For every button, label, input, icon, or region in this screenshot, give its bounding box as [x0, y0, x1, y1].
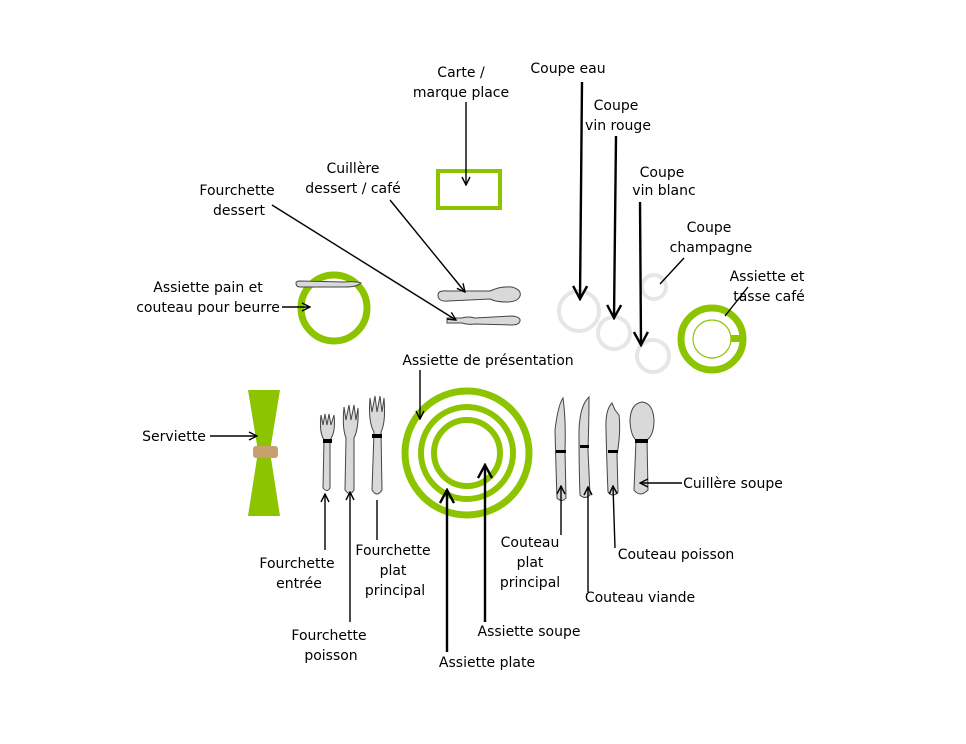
label-assiette-presentation: Assiette de présentation	[402, 353, 573, 369]
label-couteau-viande: Couteau viande	[585, 590, 695, 606]
fork-entree	[319, 413, 335, 491]
bread-plate	[295, 271, 371, 345]
soup-plate	[431, 417, 503, 489]
dessert-fork	[446, 315, 521, 326]
label-carte: Carte /marque place	[413, 65, 509, 101]
knife-plat-principal	[554, 396, 567, 501]
label-cuillere-soupe: Cuillère soupe	[683, 476, 783, 492]
knife-viande	[578, 395, 591, 498]
fork-poisson	[342, 404, 359, 494]
butter-knife	[295, 280, 362, 288]
flat-plate	[418, 404, 516, 502]
label-serviette: Serviette	[142, 429, 206, 445]
label-assiette-plate: Assiette plate	[439, 655, 535, 671]
dessert-spoon	[437, 286, 521, 303]
glass-champagne	[640, 273, 668, 301]
label-couteau-poisson: Couteau poisson	[618, 547, 735, 563]
arrow-fourchette-dessert	[271, 204, 456, 320]
plate-stack	[401, 387, 533, 519]
napkin-ring	[253, 446, 278, 458]
arrow-couteau-poisson	[613, 486, 615, 549]
label-assiette-soupe: Assiette soupe	[478, 624, 581, 640]
arrow-coupe-vin-blanc	[640, 201, 641, 345]
napkin	[248, 390, 280, 516]
glass-red-wine	[596, 315, 632, 351]
fork-plat-principal	[369, 395, 386, 495]
soup-spoon	[629, 401, 655, 495]
arrow-cuillere-dessert	[389, 199, 465, 292]
label-coupe-eau: Coupe eau	[530, 61, 605, 77]
coffee-cup-saucer	[677, 304, 747, 374]
place-card	[436, 169, 502, 210]
glass-white-wine	[635, 338, 671, 374]
knife-poisson	[605, 402, 621, 496]
arrow-coupe-eau	[580, 81, 582, 299]
arrow-coupe-vin-rouge	[614, 135, 616, 318]
pointer-coupe-champagne	[659, 257, 685, 285]
presentation-plate	[401, 387, 533, 519]
pointer-assiette-tasse	[724, 286, 749, 317]
